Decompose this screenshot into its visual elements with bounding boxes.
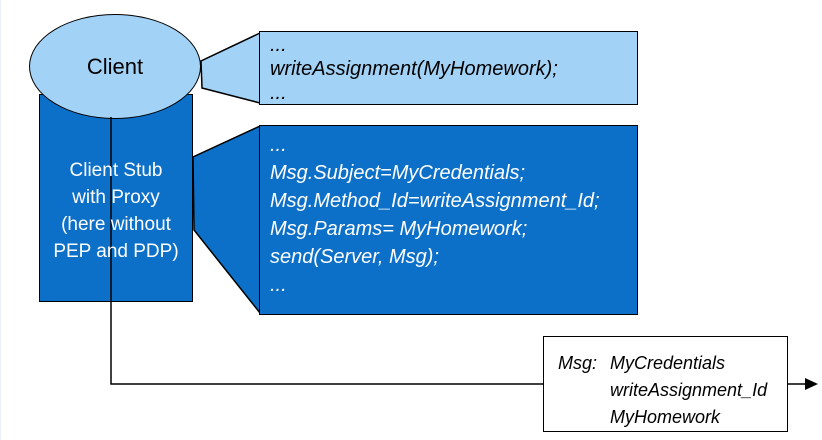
code-line: ... [270,34,287,56]
code-line: Msg.Params= MyHomework; [270,218,528,240]
message-value: MyCredentials [610,353,726,373]
stub-callout-pointer [192,124,261,316]
stub-label-line: with Proxy [72,187,160,208]
client-label: Client [86,53,144,79]
stub-code-callout: ... Msg.Subject=MyCredentials; Msg.Metho… [259,125,638,315]
client-stub-label: Client Stub with Proxy (here without PEP… [39,157,193,265]
message-value: writeAssignment_Id [610,380,768,400]
message-values: MyCredentials writeAssignment_Id MyHomew… [610,350,767,431]
client-stub-box [39,94,193,302]
stub-label-line: PEP and PDP) [53,241,179,262]
client-code-callout: ... writeAssignment(MyHomework); ... [259,31,638,105]
code-line: ... [270,82,287,104]
message-value: MyHomework [610,407,721,427]
arrowhead-icon [805,378,818,390]
code-line: Msg.Method_Id=writeAssignment_Id; [270,190,600,212]
message-label: Msg: [558,353,598,373]
client-ellipse: Client [29,14,201,119]
code-line: writeAssignment(MyHomework); [270,58,558,80]
stub-code: ... Msg.Subject=MyCredentials; Msg.Metho… [260,126,637,299]
stub-label-line: (here without [61,214,171,235]
code-line: send(Server, Msg); [270,246,439,268]
client-code: ... writeAssignment(MyHomework); ... [260,32,637,105]
stub-label-line: Client Stub [69,160,163,181]
client-callout-pointer [200,31,261,104]
message-box: Msg: MyCredentials writeAssignment_Id My… [543,336,788,432]
code-line: ... [270,274,287,296]
code-line: Msg.Subject=MyCredentials; [270,162,526,184]
code-line: ... [270,134,287,156]
